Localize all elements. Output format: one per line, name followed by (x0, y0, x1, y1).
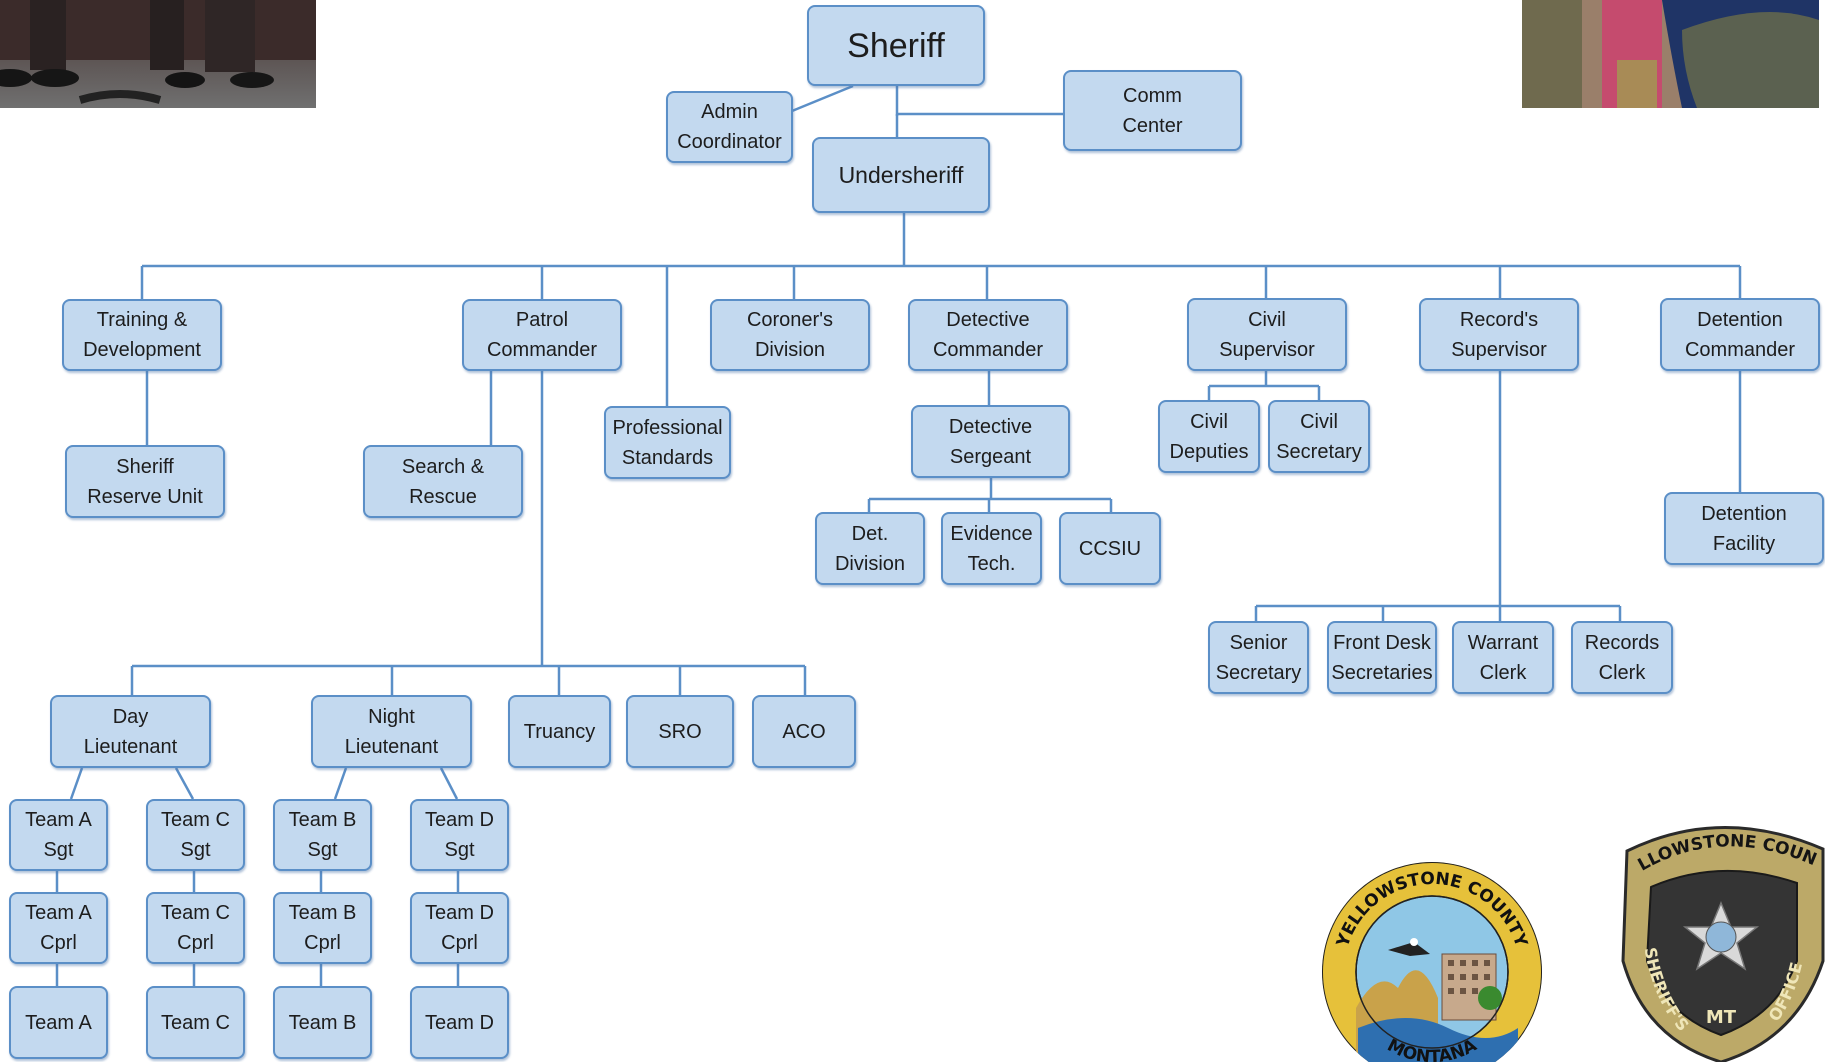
box-detention-facility[interactable]: Detention Facility (1664, 492, 1824, 565)
badge-center-text: MT (1706, 1007, 1737, 1028)
box-professional-standards[interactable]: Professional Standards (604, 406, 731, 479)
box-team-c[interactable]: Team C (146, 986, 245, 1059)
photo-right-graphic (1522, 0, 1819, 108)
county-seal-logo: YELLOWSTONE COUNTY MONTANA (1322, 862, 1542, 1062)
box-team-d[interactable]: Team D (410, 986, 509, 1059)
box-det-division[interactable]: Det. Division (815, 512, 925, 585)
box-team-b-cprl[interactable]: Team B Cprl (273, 892, 372, 964)
box-comm-center[interactable]: Comm Center (1063, 70, 1242, 151)
box-detective-commander[interactable]: Detective Commander (908, 299, 1068, 371)
connector-42 (439, 767, 459, 800)
connector-1 (791, 84, 854, 113)
box-team-c-sgt[interactable]: Team C Sgt (146, 799, 245, 871)
box-team-d-cprl[interactable]: Team D Cprl (410, 892, 509, 964)
box-aco[interactable]: ACO (752, 695, 856, 768)
box-team-d-sgt[interactable]: Team D Sgt (410, 799, 509, 871)
box-civil-deputies[interactable]: Civil Deputies (1158, 400, 1260, 473)
box-day-lieutenant[interactable]: Day Lieutenant (50, 695, 211, 768)
box-records-supervisor[interactable]: Record's Supervisor (1419, 298, 1579, 371)
box-training-development[interactable]: Training & Development (62, 299, 222, 371)
box-civil-secretary[interactable]: Civil Secretary (1268, 400, 1370, 473)
box-truancy[interactable]: Truancy (508, 695, 611, 768)
box-undersheriff[interactable]: Undersheriff (812, 137, 990, 213)
box-team-c-cprl[interactable]: Team C Cprl (146, 892, 245, 964)
box-patrol-commander[interactable]: Patrol Commander (462, 299, 622, 371)
box-team-a-sgt[interactable]: Team A Sgt (9, 799, 108, 871)
box-team-b[interactable]: Team B (273, 986, 372, 1059)
box-records-clerk[interactable]: Records Clerk (1571, 621, 1673, 694)
box-detention-commander[interactable]: Detention Commander (1660, 298, 1820, 371)
box-team-b-sgt[interactable]: Team B Sgt (273, 799, 372, 871)
box-ccsiu[interactable]: CCSIU (1059, 512, 1161, 585)
box-civil-supervisor[interactable]: Civil Supervisor (1187, 298, 1347, 371)
sheriff-badge-logo: YELLOWSTONE COUNTY SHERIFF'S OFFICE MT (1617, 811, 1825, 1062)
box-sheriff[interactable]: Sheriff (807, 5, 985, 86)
box-detective-sergeant[interactable]: Detective Sergeant (911, 405, 1070, 478)
photo-left-graphic (0, 0, 316, 104)
connector-39 (69, 767, 84, 800)
photo-left (0, 0, 316, 108)
box-sheriff-reserve-unit[interactable]: Sheriff Reserve Unit (65, 445, 225, 518)
connector-41 (333, 767, 348, 800)
box-senior-secretary[interactable]: Senior Secretary (1208, 621, 1309, 694)
box-warrant-clerk[interactable]: Warrant Clerk (1452, 621, 1554, 694)
box-night-lieutenant[interactable]: Night Lieutenant (311, 695, 472, 768)
box-sro[interactable]: SRO (626, 695, 734, 768)
box-evidence-tech[interactable]: Evidence Tech. (941, 512, 1042, 585)
box-admin-coordinator[interactable]: Admin Coordinator (666, 91, 793, 163)
box-coroners-division[interactable]: Coroner's Division (710, 299, 870, 371)
box-search-rescue[interactable]: Search & Rescue (363, 445, 523, 518)
photo-right (1522, 0, 1819, 108)
box-team-a[interactable]: Team A (9, 986, 108, 1059)
connector-40 (174, 767, 195, 800)
box-team-a-cprl[interactable]: Team A Cprl (9, 892, 108, 964)
box-front-desk-secretaries[interactable]: Front Desk Secretaries (1327, 621, 1437, 694)
